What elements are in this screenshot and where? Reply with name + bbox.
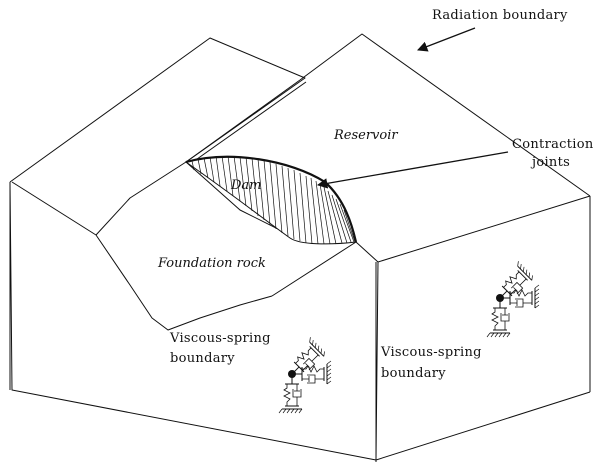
viscous-spring-right-label: Viscous-spring — [381, 345, 482, 360]
boundary-right-label: boundary — [381, 366, 446, 381]
viscous-spring-damper-icon — [486, 260, 540, 338]
dam-label: Dam — [231, 178, 262, 193]
contraction-joints — [191, 155, 356, 245]
left-top-surface — [9, 37, 306, 236]
dam-crest — [185, 155, 358, 243]
reservoir-left-edge-2 — [189, 81, 307, 165]
dam-body — [184, 155, 358, 245]
reservoir-label: Reservoir — [334, 128, 398, 143]
radiation-arrow — [417, 27, 476, 52]
viscous-spring-left-label: Viscous-spring — [170, 331, 271, 346]
foundation-valley — [95, 234, 273, 331]
joints-label: joints — [532, 155, 571, 170]
reservoir-left-edge — [185, 79, 301, 163]
model-outline — [9, 33, 591, 462]
viscous-spring-damper-icon — [278, 336, 332, 414]
radiation-boundary-label: Radiation boundary — [432, 8, 568, 23]
contraction-arrow — [316, 151, 509, 189]
contraction-label: Contraction — [512, 137, 594, 152]
reservoir-plane — [299, 33, 591, 197]
foundation-rock-label: Foundation rock — [158, 256, 266, 271]
front-top-edge — [11, 181, 97, 236]
boundary-left-label: boundary — [170, 351, 235, 366]
right-bottom-edge — [375, 391, 591, 461]
valley-floor-right — [271, 241, 379, 297]
